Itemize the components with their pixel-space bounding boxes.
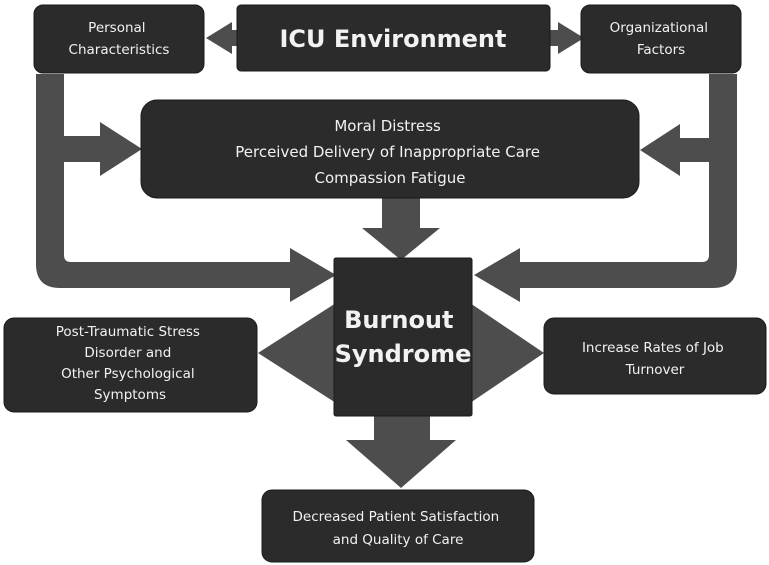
arrow-organizational-to-moral bbox=[640, 124, 709, 176]
personal-characteristics-label: Personal Characteristics bbox=[69, 20, 170, 58]
connectors bbox=[36, 22, 737, 488]
arrow-organizational-to-burnout bbox=[474, 74, 737, 302]
box-ptsd bbox=[3, 317, 258, 413]
arrow-icu-to-personal bbox=[206, 22, 240, 54]
box-organizational-factors bbox=[580, 4, 742, 74]
box-moral-distress bbox=[140, 99, 640, 199]
box-icu-environment bbox=[236, 4, 551, 72]
arrow-burnout-to-patient bbox=[346, 412, 456, 488]
burnout-syndrome-label: Burnout Syndrome bbox=[335, 306, 472, 368]
patient-satisfaction-label: Decreased Patient Satisfaction and Quali… bbox=[293, 509, 504, 548]
arrow-personal-to-burnout bbox=[36, 74, 336, 302]
box-burnout-syndrome bbox=[333, 257, 473, 417]
job-turnover-label: Increase Rates of Job Turnover bbox=[582, 340, 728, 378]
arrow-moral-to-burnout bbox=[362, 196, 440, 260]
organizational-factors-label: Organizational Factors bbox=[610, 20, 713, 58]
box-personal-characteristics bbox=[33, 4, 205, 74]
labels: Personal Characteristics ICU Environment… bbox=[56, 20, 728, 548]
box-patient-satisfaction bbox=[261, 489, 535, 563]
arrow-burnout-to-turnover bbox=[470, 303, 544, 403]
boxes bbox=[3, 4, 767, 563]
arrow-icu-to-organizational bbox=[548, 22, 584, 54]
arrow-personal-to-moral bbox=[64, 122, 142, 176]
icu-environment-label: ICU Environment bbox=[280, 25, 507, 53]
ptsd-label: Post-Traumatic Stress Disorder and Other… bbox=[56, 324, 205, 403]
moral-distress-label: Moral Distress Perceived Delivery of Ina… bbox=[235, 117, 545, 187]
box-job-turnover bbox=[543, 317, 767, 395]
arrow-burnout-to-ptsd bbox=[258, 303, 336, 403]
